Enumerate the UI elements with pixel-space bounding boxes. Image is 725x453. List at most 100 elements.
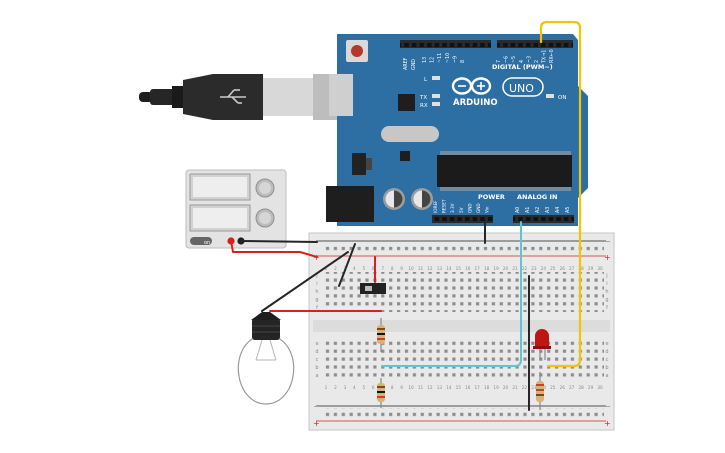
column-number: 15 xyxy=(456,385,462,390)
row-letter: f xyxy=(606,305,608,311)
column-number: 8 xyxy=(391,385,394,390)
column-number: 28 xyxy=(578,266,584,271)
usb-jack xyxy=(329,74,353,116)
power-pin-label: GND xyxy=(467,203,472,213)
slide-switch[interactable] xyxy=(360,283,386,294)
column-numbers-bottom: 1234567891011121314151617181920212223242… xyxy=(325,385,603,390)
power-pin-label: RESET xyxy=(442,199,447,213)
column-number: 29 xyxy=(588,266,594,271)
analog-pin-label: A4 xyxy=(555,207,561,213)
black-wire-supply[interactable] xyxy=(240,240,318,243)
power-pin-label: IOREF xyxy=(433,200,438,213)
analog-pin-label: A2 xyxy=(535,207,541,213)
power-jack xyxy=(326,186,374,222)
digital-pin-label: 13 xyxy=(422,57,428,63)
resistor xyxy=(536,372,544,410)
black-wire-switch[interactable] xyxy=(338,243,356,287)
analog-pin-label: A3 xyxy=(545,207,551,213)
column-number: 28 xyxy=(578,385,584,390)
column-number: 12 xyxy=(427,385,433,390)
column-number: 12 xyxy=(427,266,433,271)
yellow-wire[interactable] xyxy=(539,20,582,368)
digital-pin-label: ~3 xyxy=(526,56,532,63)
column-number: 8 xyxy=(391,266,394,271)
digital-pin-label: TX→1 xyxy=(542,50,548,64)
column-number: 13 xyxy=(437,266,443,271)
usb-cable xyxy=(139,74,343,120)
column-number: 13 xyxy=(437,385,443,390)
on-led-label: ON xyxy=(558,95,566,101)
cyan-wire[interactable] xyxy=(381,221,522,367)
column-number: 19 xyxy=(493,385,499,390)
dc-power-supply[interactable]: on xyxy=(185,169,287,249)
column-number: 20 xyxy=(503,266,509,271)
row-letter: g xyxy=(605,297,608,303)
power-pin-label: Vin xyxy=(485,206,490,213)
digital-header-label: DIGITAL (PWM~) xyxy=(492,63,553,71)
column-number: 9 xyxy=(400,266,403,271)
column-number: 7 xyxy=(381,266,384,271)
row-letter: f xyxy=(316,305,318,311)
rail-minus-top-right: − xyxy=(604,237,611,246)
digital-pin-label: 2 xyxy=(534,60,540,63)
column-number: 4 xyxy=(353,385,356,390)
column-number: 6 xyxy=(372,266,375,271)
brand-label: ARDUINO xyxy=(453,98,498,108)
digital-pin-label: 7 xyxy=(496,60,502,63)
analog-header-label: ANALOG IN xyxy=(517,193,557,201)
column-number: 4 xyxy=(353,266,356,271)
column-number: 19 xyxy=(493,266,499,271)
column-number: 16 xyxy=(465,385,471,390)
column-number: 22 xyxy=(522,266,528,271)
column-number: 3 xyxy=(344,385,347,390)
rail-plus-bottom-right: + xyxy=(604,419,611,428)
row-letter: i xyxy=(606,281,607,287)
power-pin-label: 5V xyxy=(459,207,464,213)
led-rx-label: RX xyxy=(420,103,428,109)
column-number: 27 xyxy=(569,266,575,271)
row-letter: e xyxy=(315,341,318,347)
power-switch[interactable] xyxy=(190,237,212,245)
column-number: 23 xyxy=(531,385,537,390)
digital-pin-label: 8 xyxy=(460,60,466,63)
row-letter: c xyxy=(316,357,319,363)
red-wire-supply[interactable] xyxy=(230,240,318,258)
aref-pin-label: AREF xyxy=(403,57,409,70)
arduino-uno-board[interactable]: ARDUINO UNO DIGITAL (PWM~) POWER ANALOG … xyxy=(326,34,588,226)
column-number: 2 xyxy=(334,385,337,390)
wires xyxy=(230,20,582,411)
model-label: UNO xyxy=(509,82,534,95)
column-number: 14 xyxy=(446,266,452,271)
digital-pin-label: ~9 xyxy=(452,56,458,63)
red-led[interactable] xyxy=(533,329,551,360)
power-pin-label: 3.3V xyxy=(450,203,455,213)
column-number: 5 xyxy=(362,266,365,271)
column-number: 26 xyxy=(560,266,566,271)
column-number: 23 xyxy=(531,266,537,271)
row-letter: d xyxy=(605,349,608,355)
rail-minus-bottom-left: − xyxy=(313,402,320,411)
column-number: 30 xyxy=(597,385,603,390)
column-number: 18 xyxy=(484,266,490,271)
column-number: 11 xyxy=(418,385,424,390)
column-number: 9 xyxy=(400,385,403,390)
row-letter: b xyxy=(315,365,318,371)
row-letter: g xyxy=(315,297,318,303)
column-number: 16 xyxy=(465,266,471,271)
black-wire-bulb[interactable] xyxy=(261,251,349,312)
resistor xyxy=(377,378,385,408)
row-letter: h xyxy=(605,289,608,295)
row-letter: j xyxy=(315,273,317,279)
column-number: 27 xyxy=(569,385,575,390)
row-letter: a xyxy=(605,373,608,379)
light-bulb[interactable] xyxy=(237,312,295,405)
atmega-chip xyxy=(437,155,572,187)
digital-pin-label: 12 xyxy=(430,57,436,63)
column-number: 10 xyxy=(408,385,414,390)
